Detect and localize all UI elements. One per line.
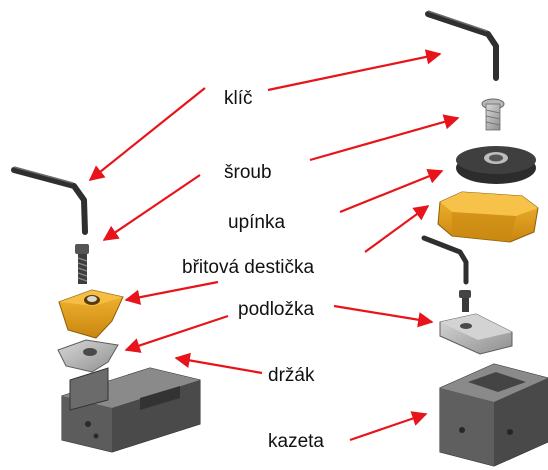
hex-key-icon-mid bbox=[421, 235, 469, 285]
shim-icon bbox=[57, 339, 119, 373]
label-screw: šroub bbox=[224, 162, 272, 183]
screw-icon bbox=[75, 244, 89, 284]
arrow-screw-left bbox=[102, 174, 201, 241]
insert-icon bbox=[58, 289, 124, 339]
shim-icon-right bbox=[439, 313, 513, 355]
arrow-clamp bbox=[339, 169, 444, 214]
arrow-holder bbox=[174, 352, 263, 375]
label-insert: břitová destička bbox=[182, 257, 314, 278]
arrow-insert-left bbox=[124, 280, 219, 305]
arrow-key-right bbox=[267, 49, 442, 92]
label-clamp: upínka bbox=[228, 212, 285, 233]
screw-icon-small bbox=[459, 290, 471, 312]
insert-icon-right bbox=[437, 191, 539, 243]
hex-key-icon bbox=[11, 166, 88, 235]
holder-icon bbox=[61, 367, 201, 453]
clamp-icon bbox=[456, 146, 536, 184]
arrow-shim-left bbox=[124, 314, 229, 353]
screw-icon-right bbox=[481, 98, 505, 131]
label-key: klíč bbox=[224, 88, 253, 109]
label-shim: podložka bbox=[238, 299, 314, 320]
label-cassette: kazeta bbox=[268, 431, 324, 452]
arrow-cassette bbox=[349, 411, 428, 442]
arrow-shim-right bbox=[333, 304, 434, 328]
label-holder: držák bbox=[268, 365, 315, 386]
arrow-screw-right bbox=[309, 114, 460, 162]
cassette-icon bbox=[439, 363, 548, 467]
hex-key-icon-top bbox=[425, 10, 499, 81]
arrow-key-left bbox=[88, 87, 206, 181]
arrow-insert-right bbox=[364, 205, 430, 253]
